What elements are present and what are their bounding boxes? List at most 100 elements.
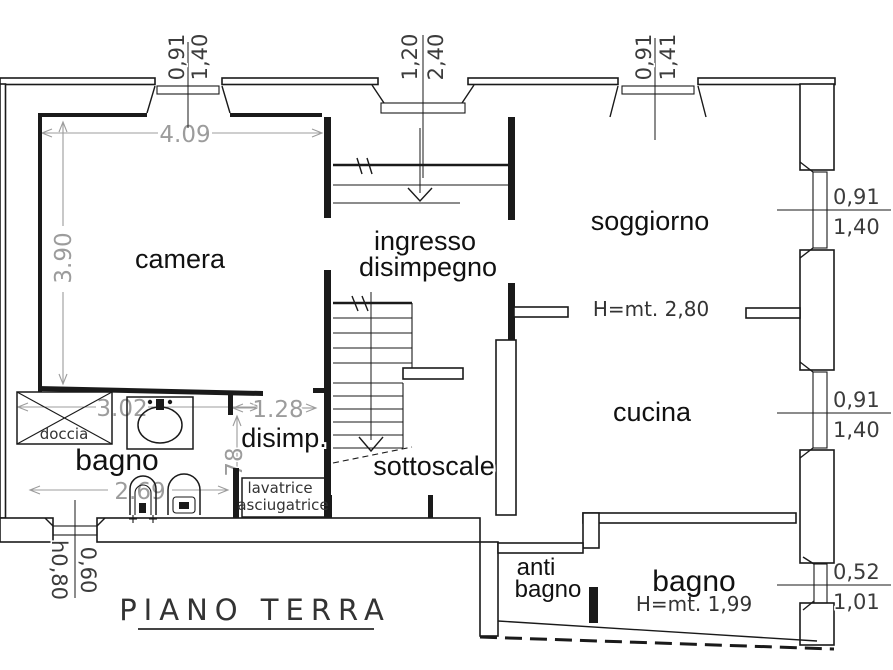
window-bottom-bagno: h0,80 0,60 [44,500,106,602]
wall-right-2 [799,249,835,371]
wall-ingresso-right-2 [508,283,515,340]
wall-left [0,83,7,519]
window-right-soggiorno: 0,91 1,40 [777,161,891,259]
plan-title-block: PIANO TERRA [119,593,391,630]
window-top-camera-height: 1,40 [188,34,212,81]
wall-wing-left [479,541,499,637]
window-top-soggiorno-height: 1,41 [656,34,680,81]
stairs-down-arrow [358,436,384,453]
window-top-soggiorno: 0,91 1,41 [609,32,707,140]
window-right-soggiorno-height: 1,40 [833,215,880,239]
dim-disimp-width: 1.28 [252,397,303,423]
room-label-cucina: cucina [613,397,692,427]
window-right-bagno-height: 1,01 [833,590,880,614]
window-right-cucina-width: 0,91 [833,388,880,412]
staircase [332,292,413,464]
exterior-walls [0,77,836,651]
dim-camera-width: 4.09 [159,122,210,148]
stairs-cut-line [332,446,413,464]
entry-steps [333,128,508,204]
wall-bottom-1 [0,517,54,543]
room-label-bagno: bagno [75,444,158,477]
wall-top-2 [221,77,379,86]
room-label-sottoscale: sottoscale [373,451,495,481]
wall-wing-bottom-outer [479,635,835,651]
wall-bagno-lavatrice [233,468,239,518]
height-label-soggiorno: H=mt. 2,80 [593,297,709,321]
wall-right-1 [799,83,835,171]
room-label-disimp: disimp. [241,423,327,453]
room-label-soggiorno: soggiorno [591,206,710,236]
dim-bagno-width: 2.69 [114,479,165,505]
room-label-camera: camera [135,244,226,274]
wall-antibagno-stub [589,587,598,623]
wall-sottoscale-stub-2 [428,495,433,518]
room-label-ingresso: ingresso [374,226,476,256]
wall-understair-ledge [402,367,464,380]
entrance-door-height: 2,40 [424,34,448,81]
room-label-anti: anti [517,554,556,581]
wall-ingresso-left-1 [324,117,331,218]
entrance-door-width: 1,20 [398,34,422,81]
window-right-bagno-width: 0,52 [833,560,880,584]
wall-stub-soggiorno-right [745,307,801,319]
dimension-camera-depth: 3.90 [50,120,79,386]
entry-direction-arrow [407,187,433,203]
wall-bottom-2 [96,517,481,543]
washer-label: lavatrice [247,479,312,497]
window-right-cucina: 0,91 1,40 [777,361,891,459]
room-labels: camera ingresso disimpegno soggiorno H=m… [73,204,752,616]
plan-title: PIANO TERRA [119,593,391,627]
wall-camera-left [38,113,42,392]
room-label-disimpegno: disimpegno [359,252,497,282]
wall-top-1 [0,77,156,86]
dimension-camera-width: 4.09 [40,121,324,150]
shower: doccia [16,391,113,445]
wall-ingresso-left-2 [324,270,331,518]
washer-dryer-box: lavatrice asciugatrice [237,477,329,518]
height-label-bagno-basso: H=mt. 1,99 [636,592,752,616]
window-top-camera: 0,91 1,40 [146,32,231,128]
wall-wing-bottom-inner [497,620,818,642]
toilet [167,473,201,515]
window-bottom-bagno-height: h0,80 [47,540,71,600]
wall-cucina-left [495,339,517,516]
shower-label: doccia [40,425,89,443]
window-top-soggiorno-width: 0,91 [632,34,656,81]
wall-camera-top-1 [38,113,147,117]
wall-camera-bottom [38,386,263,396]
dim-camera-depth: 3.90 [51,232,77,283]
window-right-soggiorno-width: 0,91 [833,185,880,209]
entrance-door: 1,20 2,40 [371,32,475,178]
wall-cucina-bottom [582,512,797,524]
window-top-camera-width: 0,91 [165,34,189,81]
room-label-antibagno: bagno [515,576,582,603]
window-bottom-bagno-width: 0,60 [76,547,100,594]
dryer-label: asciugatrice [237,496,328,514]
dim-disimp-depth: 78 [222,447,248,476]
bidet-faucet [139,503,146,513]
dimension-disimp-width: 1.28 [231,396,318,425]
wall-camera-top-2 [230,113,322,117]
bidet [129,475,157,523]
sink-faucet [156,399,164,410]
wall-ingresso-right-1 [508,117,515,220]
wall-top-3 [467,77,619,86]
toilet-flush [179,502,189,509]
window-right-bagno: 0,52 1,01 [777,556,891,616]
wall-top-4 [697,77,836,86]
wall-stub-soggiorno-left [513,306,569,318]
window-right-cucina-height: 1,40 [833,418,880,442]
wall-sottoscale-stub-1 [327,495,332,518]
wall-cucina-jog [582,512,600,549]
dimension-bagno-width: 2.69 [28,478,230,507]
wall-right-4 [799,602,835,646]
room-label-bagno-basso: bagno [652,565,735,598]
wall-antibagno-top [497,542,584,554]
wall-right-3 [799,449,835,564]
sink [126,396,194,450]
interior-walls [38,113,801,623]
wall-disimp-top [313,388,325,393]
